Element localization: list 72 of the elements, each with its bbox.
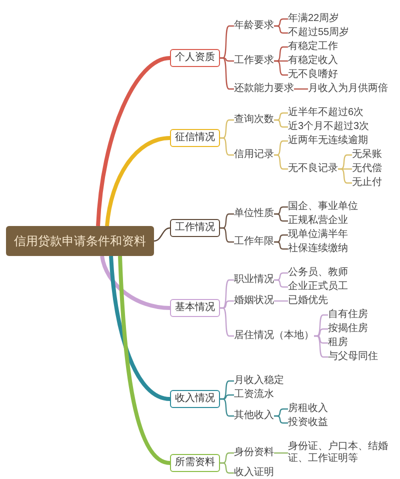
subtopic-label: 工资流水: [234, 389, 274, 401]
branch-topic-box: 基本情况: [170, 299, 220, 317]
subtopic-label: 职业情况: [234, 274, 274, 286]
branch-topic-box: 所需资料: [170, 454, 220, 472]
connector-line: [274, 300, 288, 302]
branch-topic-box: 工作情况: [170, 219, 220, 237]
subtopic-label: 不超过55周岁: [288, 27, 350, 39]
subtopic-label: 近3个月不超过3次: [288, 121, 370, 133]
branch-topic-box: 征信情况: [170, 128, 220, 146]
connector-line: [274, 415, 288, 424]
connector-line: [274, 213, 288, 222]
subtopic-label: 无不良嗜好: [288, 69, 338, 81]
subtopic-label: 近两年无连续逾期: [288, 135, 368, 147]
connector-line: [274, 25, 288, 34]
subtopic-label: 信用记录: [234, 149, 274, 161]
subtopic-label: 无呆账: [352, 149, 382, 161]
connector-line: [274, 279, 288, 288]
connector-line: [338, 168, 352, 184]
connector-line: [220, 398, 234, 417]
subtopic-label: 已婚优先: [288, 295, 328, 307]
connector-line: [314, 335, 328, 358]
subtopic-label: 无代偿: [352, 163, 382, 175]
connector-line: [274, 154, 288, 170]
branch-connector: [105, 136, 170, 226]
subtopic-label: 有稳定工作: [288, 41, 338, 53]
subtopic-label: 工作年限: [234, 236, 274, 248]
connector-line: [220, 137, 234, 156]
subtopic-label: 自有住房: [328, 309, 368, 321]
subtopic-label: 有稳定收入: [288, 55, 338, 67]
branch-connector: [100, 256, 170, 310]
subtopic-label: 年满22周岁: [288, 13, 340, 25]
subtopic-label: 现单位满半年: [288, 229, 348, 241]
branch-connector: [109, 256, 170, 401]
connector-line: [220, 227, 234, 243]
subtopic-label: 其他收入: [234, 410, 274, 422]
branch-connector: [96, 56, 170, 226]
subtopic-label: 查询次数: [234, 114, 274, 126]
subtopic-label: 居住情况（本地）: [234, 330, 314, 342]
subtopic-label: 月收入稳定: [234, 375, 284, 387]
subtopic-label: 工作要求: [234, 55, 274, 67]
subtopic-label: 近半年不超过6次: [288, 107, 364, 119]
subtopic-label: 身份证、户口本、结婚证、工作证明等: [288, 441, 396, 465]
subtopic-label: 社保连续缴纳: [288, 243, 348, 255]
subtopic-label: 正规私营企业: [288, 215, 348, 227]
subtopic-label: 房租收入: [288, 403, 328, 415]
connector-line: [294, 88, 308, 90]
branch-connector: [154, 227, 170, 242]
subtopic-label: 投资收益: [288, 417, 328, 429]
connector-line: [274, 119, 288, 128]
subtopic-label: 无不良记录: [288, 163, 338, 175]
subtopic-label: 国企、事业单位: [288, 201, 358, 213]
subtopic-label: 企业正式员工: [288, 281, 348, 293]
subtopic-label: 公务员、教师: [288, 267, 348, 279]
branch-topic-box: 个人资质: [170, 48, 220, 66]
subtopic-label: 收入证明: [234, 467, 274, 479]
connector-line: [220, 462, 234, 474]
subtopic-label: 婚姻状况: [234, 295, 274, 307]
subtopic-label: 还款能力要求: [234, 83, 294, 95]
branch-connector: [118, 256, 170, 465]
subtopic-label: 月收入为月供两倍: [308, 83, 388, 95]
subtopic-label: 租房: [328, 337, 348, 349]
connector-line: [274, 60, 288, 76]
subtopic-label: 与父母同住: [328, 351, 378, 363]
connector-line: [274, 241, 288, 250]
subtopic-label: 年龄要求: [234, 20, 274, 32]
subtopic-label: 身份资料: [234, 447, 274, 459]
subtopic-label: 单位性质: [234, 208, 274, 220]
subtopic-label: 无止付: [352, 177, 382, 189]
subtopic-label: 按揭住房: [328, 323, 368, 335]
branch-topic-box: 收入情况: [170, 390, 220, 408]
connector-line: [274, 452, 288, 454]
central-topic-box: 信用贷款申请条件和资料: [6, 226, 154, 256]
